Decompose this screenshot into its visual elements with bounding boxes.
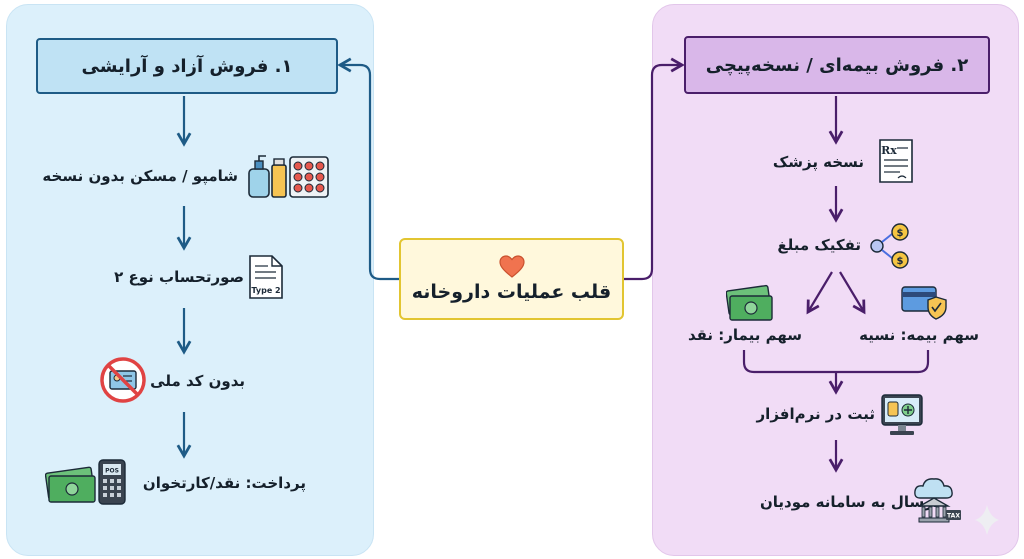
cash-pos-icon: POS — [45, 459, 126, 505]
computer-pharmacy-icon — [881, 394, 923, 435]
sparkle-icon — [975, 505, 999, 535]
left-step-3-label: بدون کد ملی — [150, 372, 245, 390]
invoice-icon-text: Type 2 — [251, 286, 280, 295]
svg-text:$: $ — [897, 228, 904, 239]
center-to-left-connector — [337, 57, 399, 281]
right-branch-patient-label: سهم بیمار: نقد — [687, 326, 802, 344]
cosmetics-pills-icon — [248, 155, 329, 198]
insurance-card-icon — [901, 286, 947, 320]
svg-text:$: $ — [897, 256, 904, 267]
center-to-right-connector — [624, 57, 685, 281]
right-step-3-label: ثبت در نرم‌افزار — [756, 405, 875, 423]
no-id-card-icon — [100, 357, 146, 403]
cash-icon — [726, 284, 773, 321]
right-split-arrow-right — [839, 271, 866, 315]
left-header: ۱. فروش آزاد و آرایشی — [36, 38, 338, 94]
right-step-1-label: نسخه پزشک — [772, 153, 864, 171]
left-panel-free-sales — [6, 4, 374, 556]
center-title: قلب عملیات داروخانه — [411, 281, 612, 303]
prescription-icon: Rx — [879, 139, 913, 183]
heart-icon — [498, 255, 525, 278]
tax-icon-text: TAX — [947, 513, 960, 520]
tax-bank-icon: TAX — [914, 478, 961, 523]
invoice-document-icon: Type 2 — [249, 255, 283, 299]
left-step-1-label: شامپو / مسکن بدون نسخه — [42, 167, 238, 185]
right-header: ۲. فروش بیمه‌ای / نسخه‌پیچی — [684, 36, 990, 94]
right-split-arrow-left — [806, 271, 833, 315]
right-branch-insurance-label: سهم بیمه: نسیه — [859, 326, 979, 344]
right-step-2-label: تفکیک مبلغ — [777, 236, 861, 254]
split-coins-icon: $ $ — [870, 223, 909, 269]
left-step-2-label: صورتحساب نوع ۲ — [114, 268, 244, 286]
right-merge-line — [742, 350, 930, 374]
left-step-4-label: پرداخت: نقد/کارتخوان — [142, 474, 306, 492]
pos-icon-text: POS — [105, 468, 119, 475]
rx-icon-text: Rx — [881, 144, 897, 157]
right-step-4-label: ارسال به سامانه مودیان — [759, 493, 938, 511]
center-node: قلب عملیات داروخانه — [399, 238, 624, 320]
